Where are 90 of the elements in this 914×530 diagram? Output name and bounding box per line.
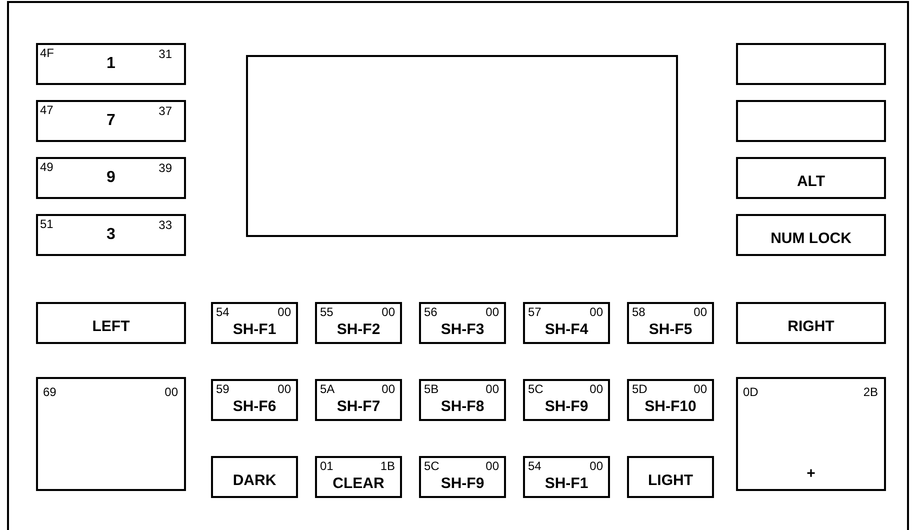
hex-code: 57 [528, 306, 542, 318]
key-label: SH-F9 [544, 399, 590, 414]
keypad-key [627, 379, 714, 421]
hex-code: 37 [158, 105, 172, 117]
key-label: CLEAR [332, 476, 386, 491]
keypad-key [36, 377, 186, 491]
hex-code: 56 [424, 306, 438, 318]
hex-code: 00 [278, 383, 291, 395]
keypad-key [736, 214, 886, 256]
hex-code: 33 [158, 219, 172, 231]
key-label: SH-F1 [544, 476, 590, 491]
hex-code: 5C [528, 383, 544, 395]
keypad-key [523, 302, 610, 344]
keypad-key [315, 302, 402, 344]
key-label: SH-F8 [440, 399, 486, 414]
key-label: DARK [232, 473, 278, 488]
keypad-key [523, 379, 610, 421]
key-symbol: + [806, 466, 816, 481]
key-label: RIGHT [786, 319, 836, 334]
hex-code: 1B [380, 460, 395, 472]
keypad-key [315, 456, 402, 498]
key-label: SH-F1 [232, 322, 278, 337]
hex-code: 5A [320, 383, 335, 395]
key-label: NUM LOCK [770, 231, 852, 246]
hex-code: 5C [424, 460, 440, 472]
hex-code: 01 [320, 460, 334, 472]
keypad-key [36, 100, 186, 142]
keypad-key [627, 302, 714, 344]
hex-code: 59 [216, 383, 230, 395]
key-label: SH-F9 [440, 476, 486, 491]
key-label: 9 [106, 170, 116, 186]
hex-code: 00 [590, 306, 603, 318]
hex-code: 4F [40, 47, 54, 59]
hex-code: 39 [158, 162, 172, 174]
hex-code: 49 [40, 161, 54, 173]
keypad-key [523, 456, 610, 498]
keypad-key [211, 379, 298, 421]
blank-key [736, 100, 886, 142]
hex-code: 00 [486, 306, 499, 318]
key-label: SH-F10 [644, 399, 698, 414]
key-label: SH-F6 [232, 399, 278, 414]
key-label: SH-F4 [544, 322, 590, 337]
hex-code: 54 [528, 460, 542, 472]
hex-code: 00 [590, 460, 603, 472]
keypad-key [36, 43, 186, 85]
keypad-key [736, 157, 886, 199]
hex-code: 00 [164, 386, 178, 398]
hex-code: 00 [382, 383, 395, 395]
hex-code: 00 [590, 383, 603, 395]
keypad-key [211, 456, 298, 498]
hex-code: 00 [486, 383, 499, 395]
hex-code: 5B [424, 383, 439, 395]
keypad-key [419, 456, 506, 498]
keypad-key [419, 302, 506, 344]
hex-code: 00 [486, 460, 499, 472]
hex-code: 00 [278, 306, 291, 318]
key-label: SH-F3 [440, 322, 486, 337]
hex-code: 2B [863, 386, 878, 398]
keypad-key [36, 157, 186, 199]
key-label: LEFT [91, 319, 131, 334]
hex-code: 51 [40, 218, 54, 230]
key-label: 1 [106, 56, 116, 72]
keypad-key [419, 379, 506, 421]
hex-code: 31 [158, 48, 172, 60]
hex-code: 0D [743, 386, 758, 398]
hex-code: 00 [694, 306, 707, 318]
keypad-key [627, 456, 714, 498]
keypad-key [211, 302, 298, 344]
hex-code: 58 [632, 306, 646, 318]
key-label: SH-F5 [648, 322, 694, 337]
key-label: SH-F7 [336, 399, 382, 414]
hex-code: 54 [216, 306, 230, 318]
display-screen [246, 55, 678, 237]
keypad-key [315, 379, 402, 421]
hex-code: 47 [40, 104, 54, 116]
key-label: ALT [796, 174, 826, 189]
keypad-key [36, 214, 186, 256]
hex-code: 5D [632, 383, 648, 395]
hex-code: 00 [694, 383, 707, 395]
hex-code: 55 [320, 306, 334, 318]
key-label: LIGHT [647, 473, 694, 488]
blank-key [736, 43, 886, 85]
hex-code: 00 [382, 306, 395, 318]
keypad-key [736, 377, 886, 491]
key-label: 3 [106, 227, 116, 243]
keypad-key [36, 302, 186, 344]
key-label: 7 [106, 113, 116, 129]
keypad-key [736, 302, 886, 344]
hex-code: 69 [43, 386, 56, 398]
key-label: SH-F2 [336, 322, 382, 337]
